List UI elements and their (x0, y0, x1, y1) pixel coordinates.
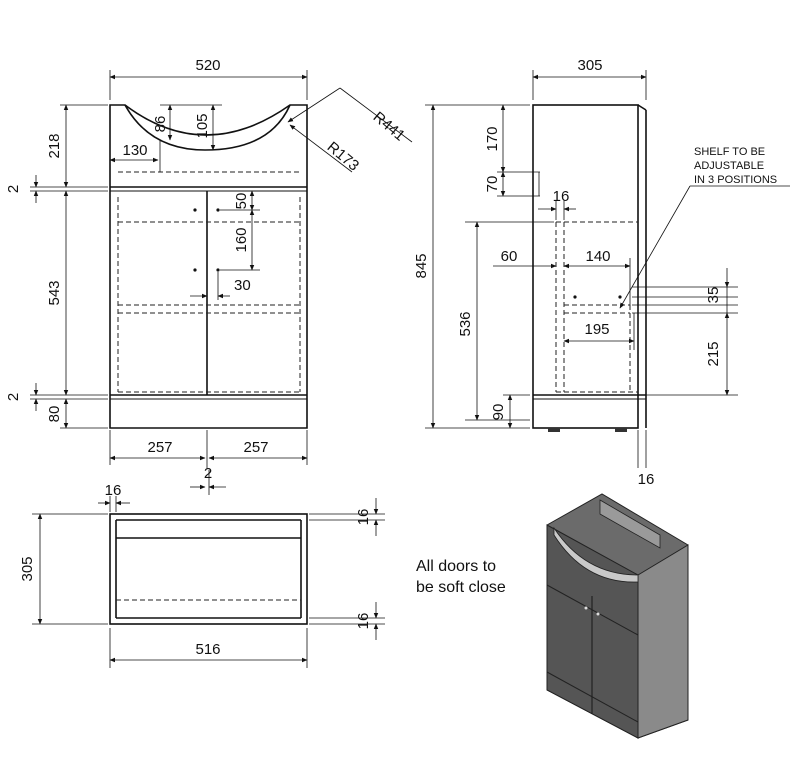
front-view: 520 86 105 130 R441 R173 218 2 543 2 (5, 57, 413, 495)
dim-plinth-80: 80 (46, 406, 63, 423)
dim-plan-width: 516 (195, 641, 220, 658)
soft-close-note-line2: be soft close (416, 579, 506, 596)
plan-outline (109, 513, 308, 625)
dim-plan-front-16: 16 (355, 509, 372, 526)
dim-shelf-195: 195 (584, 321, 609, 338)
shelf-note-line3: IN 3 POSITIONS (694, 174, 777, 186)
dim-panel-16: 16 (553, 188, 570, 205)
dim-bowl-86: 86 (152, 116, 169, 133)
handle-dot-icon (216, 208, 220, 212)
dim-shelf-35: 35 (705, 287, 722, 304)
dim-door-right: 257 (243, 439, 268, 456)
dim-door-left: 257 (147, 439, 172, 456)
dim-radius-173: R173 (324, 139, 362, 175)
dim-side-70: 70 (484, 176, 501, 193)
dim-base-90: 90 (490, 404, 507, 421)
handle-dot-icon (193, 268, 197, 272)
plan-view: 16 305 16 16 516 (19, 482, 385, 668)
shelf-note-line1: SHELF TO BE (694, 146, 765, 158)
soft-close-note-line1: All doors to (416, 558, 496, 575)
handle-dot-icon (193, 208, 197, 212)
dim-gap-top: 2 (5, 185, 22, 193)
dim-door-gap: 2 (204, 465, 212, 482)
dim-shelf-60: 60 (501, 248, 518, 265)
dim-door-543: 543 (46, 280, 63, 305)
dim-bowl-offset: 130 (122, 142, 147, 159)
dim-side-170: 170 (484, 126, 501, 151)
side-view: 305 845 170 70 16 536 60 140 195 (413, 57, 790, 488)
dim-plan-depth: 305 (19, 556, 36, 581)
front-cabinet-outline (109, 104, 308, 429)
dim-handle-160: 160 (233, 227, 250, 252)
dim-total-height: 845 (413, 253, 430, 278)
dim-top-218: 218 (46, 133, 63, 158)
dim-bowl-105: 105 (194, 113, 211, 138)
shelf-note-line2: ADJUSTABLE (694, 160, 764, 172)
dim-shelf-215: 215 (705, 341, 722, 366)
dim-side-depth: 305 (577, 57, 602, 74)
dim-shelf-140: 140 (585, 248, 610, 265)
dim-gap-bottom: 2 (5, 393, 22, 401)
dim-back-16: 16 (638, 471, 655, 488)
dim-radius-441: R441 (370, 109, 408, 145)
dim-plan-back-16: 16 (355, 613, 372, 630)
handle-dot-icon (216, 268, 220, 272)
dim-handle-50: 50 (233, 193, 250, 210)
dim-inner-536: 536 (457, 311, 474, 336)
dim-front-width: 520 (195, 57, 220, 74)
side-cabinet-outline (532, 104, 639, 429)
isometric-view (546, 493, 689, 739)
dim-handle-30: 30 (234, 277, 251, 294)
basin-arc (124, 104, 291, 151)
dim-plan-side-16: 16 (105, 482, 122, 499)
